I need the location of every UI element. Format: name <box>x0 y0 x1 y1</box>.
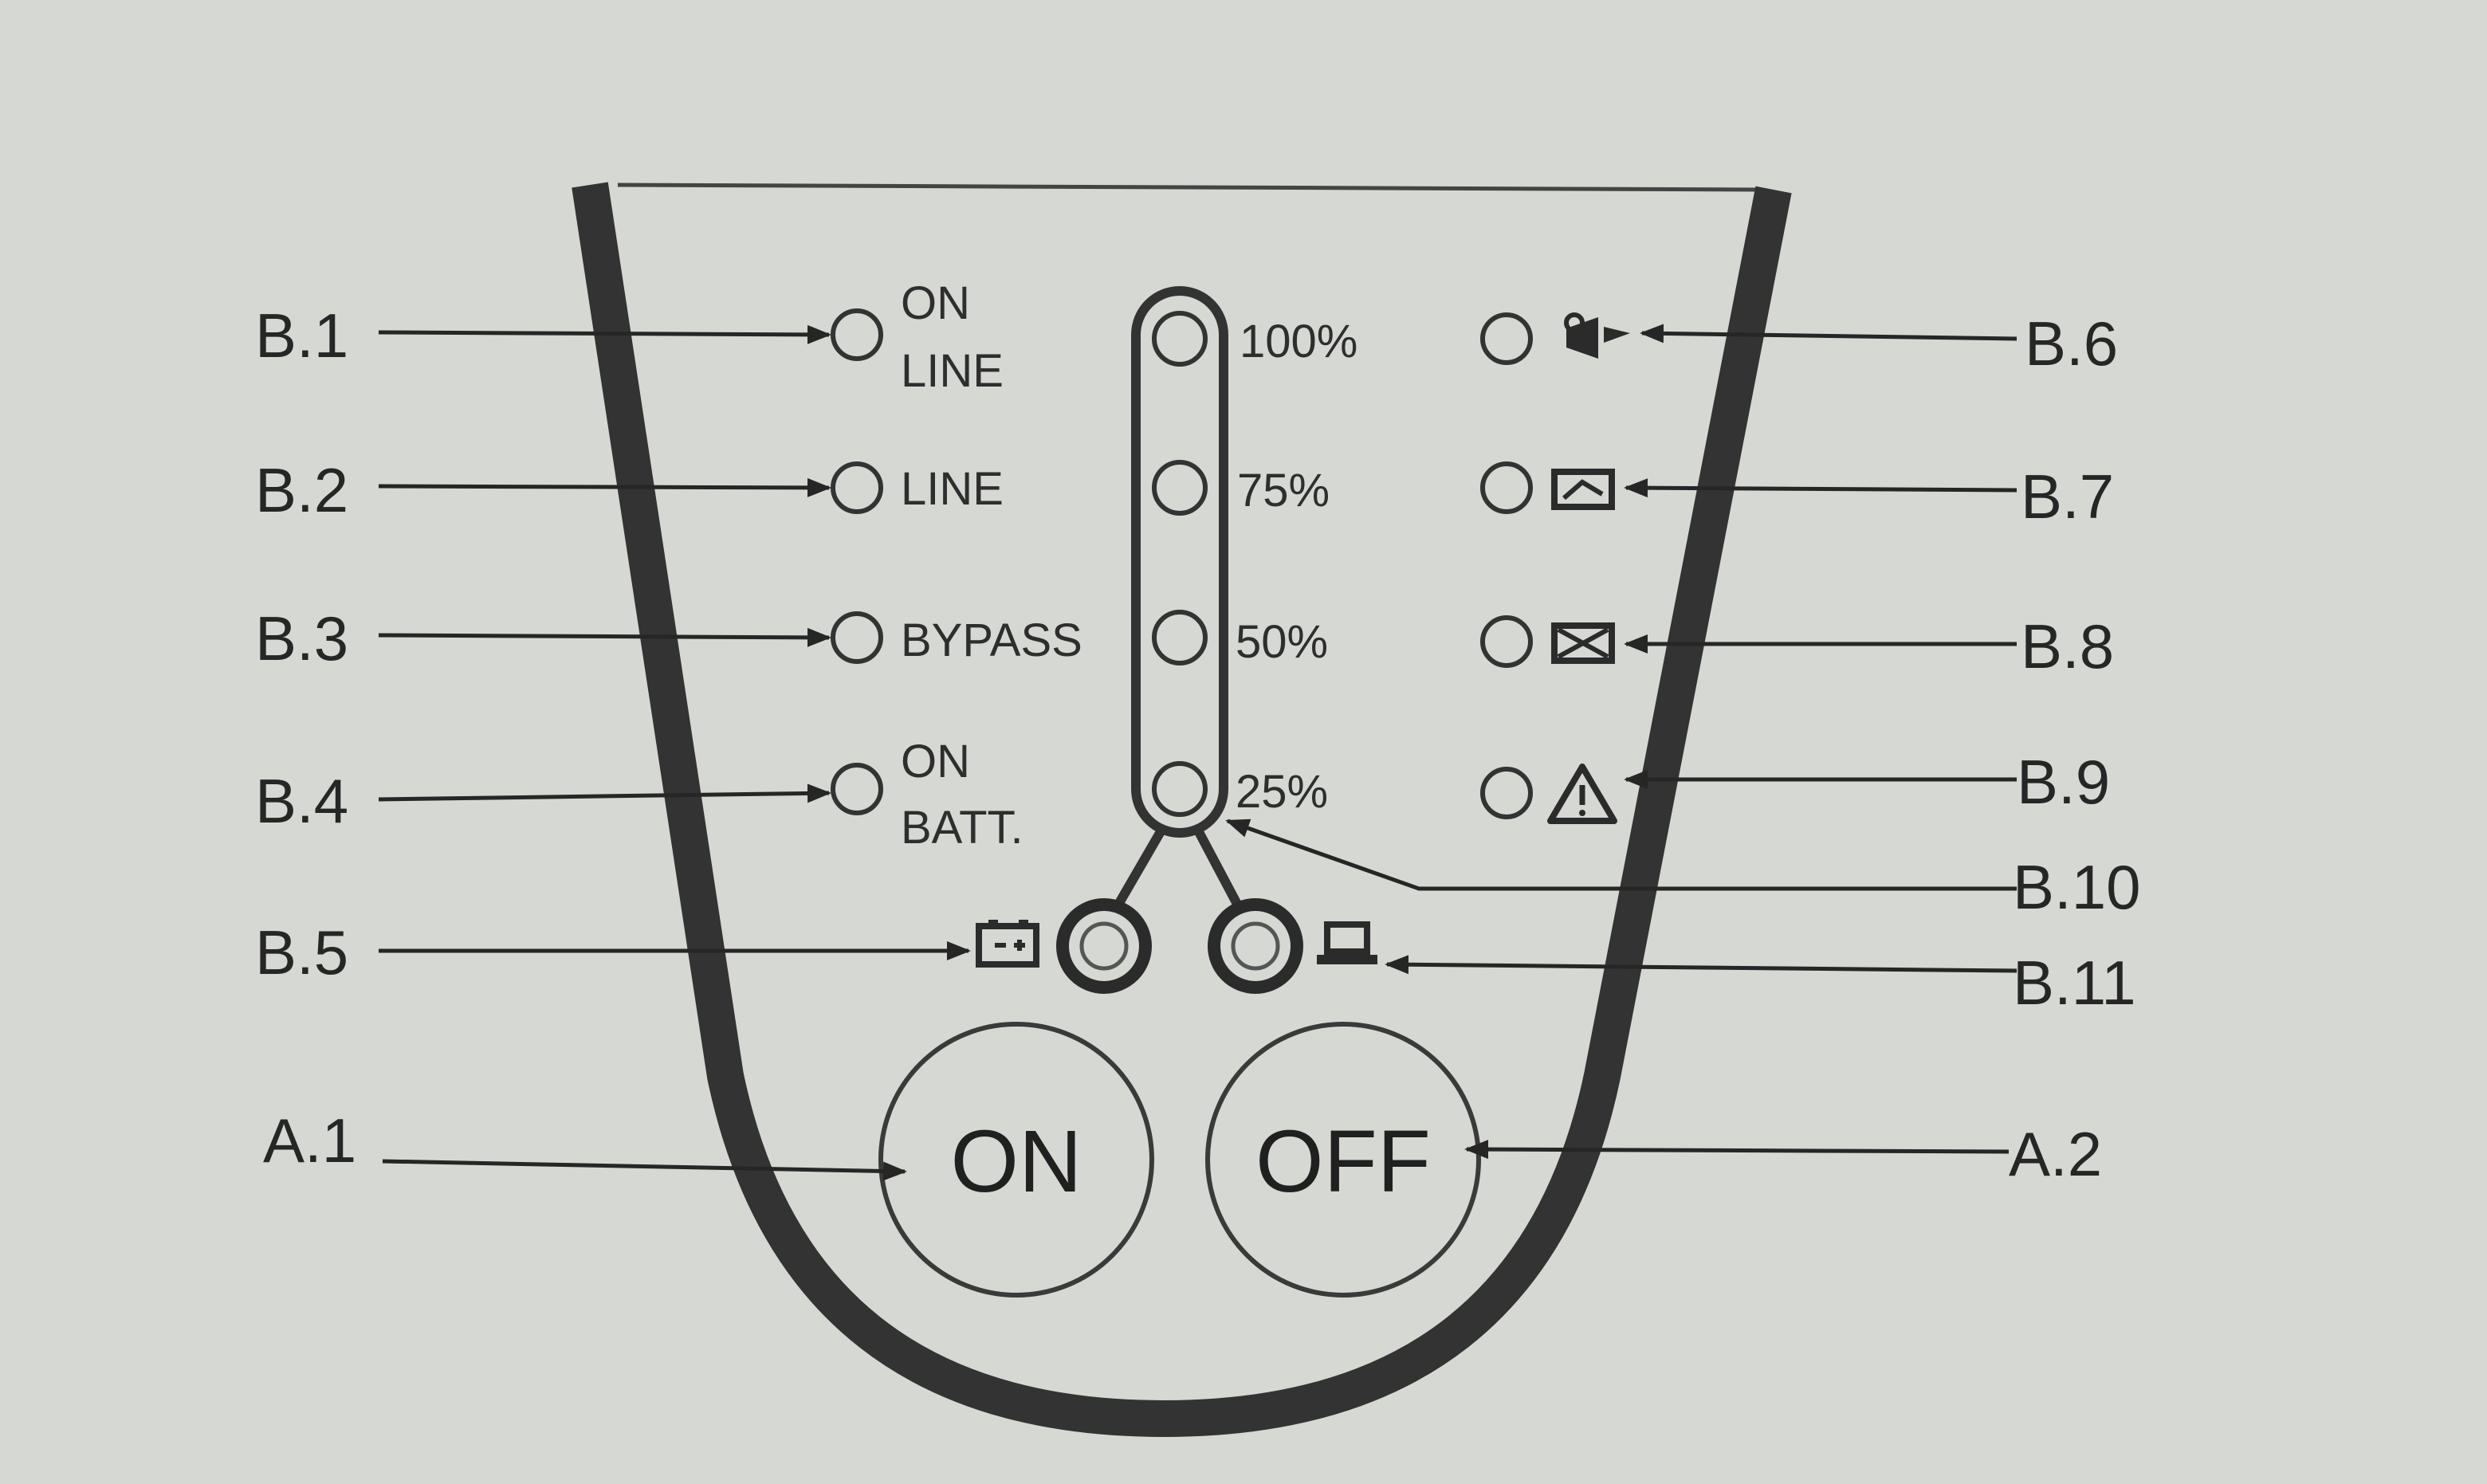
level-label-100: 100% <box>1240 316 1357 367</box>
indicator-battery-replace <box>1480 461 1615 514</box>
callout-b2: B.2 <box>255 455 348 525</box>
leader-b4 <box>378 783 831 803</box>
load-mode-led <box>1208 898 1303 994</box>
level-label-25: 25% <box>1236 766 1328 818</box>
warning-triangle-icon <box>1547 764 1617 824</box>
callout-b7: B.7 <box>2021 461 2114 532</box>
level-led-50 <box>1152 610 1208 665</box>
leader-lines <box>378 324 2017 1181</box>
label-online-line2: LINE <box>901 345 1004 397</box>
leader-b10 <box>1225 819 2017 891</box>
label-bypass: BYPASS <box>901 614 1082 666</box>
battery-icon <box>976 920 1039 968</box>
battery-mode-led <box>1056 898 1152 994</box>
off-button-label: OFF <box>1255 1113 1431 1211</box>
callout-b9: B.9 <box>2017 747 2110 817</box>
callout-b6: B.6 <box>2025 308 2118 379</box>
level-label-50: 50% <box>1236 616 1328 668</box>
panel-outline <box>572 182 1792 1437</box>
callout-a2: A.2 <box>2009 1119 2102 1189</box>
buzzer-icon <box>1564 312 1630 359</box>
leader-b7 <box>1624 478 2017 498</box>
label-online-line1: ON <box>901 277 970 329</box>
callout-b10: B.10 <box>2013 852 2140 922</box>
label-onbatt-line1: ON <box>901 736 970 787</box>
panel-top-edge <box>617 183 1758 192</box>
indicator-fault <box>1480 764 1617 824</box>
level-led-100 <box>1152 311 1208 367</box>
level-label-75: 75% <box>1237 465 1330 516</box>
on-button[interactable]: ON <box>878 1022 1154 1298</box>
level-led-75 <box>1152 460 1208 516</box>
indicator-buzzer <box>1480 312 1630 365</box>
indicator-line: LINE <box>831 461 1004 515</box>
level-led-25 <box>1152 761 1208 817</box>
label-onbatt-line2: BATT. <box>901 802 1023 854</box>
indicator-overload <box>1480 615 1615 668</box>
leader-b3 <box>378 627 831 647</box>
callout-b11: B.11 <box>2013 948 2136 1018</box>
leader-b1 <box>378 324 831 344</box>
callout-a1: A.1 <box>263 1105 356 1176</box>
callout-b1: B.1 <box>255 300 348 371</box>
leader-a1 <box>382 1159 907 1181</box>
off-button[interactable]: OFF <box>1205 1022 1481 1298</box>
leader-b6 <box>1640 324 2017 344</box>
leader-b11 <box>1385 955 2017 975</box>
leader-a2 <box>1464 1140 2010 1160</box>
indicator-on-battery: ON BATT. <box>831 736 1023 854</box>
label-line: LINE <box>901 463 1004 515</box>
indicator-online: ON LINE <box>831 277 1004 397</box>
indicator-bypass: BYPASS <box>831 611 1082 666</box>
callout-b4: B.4 <box>255 766 348 836</box>
callout-b8: B.8 <box>2021 611 2114 681</box>
callout-b5: B.5 <box>255 917 348 987</box>
load-icon <box>1317 921 1377 964</box>
on-button-label: ON <box>951 1113 1082 1211</box>
overload-icon <box>1551 622 1615 664</box>
level-meter: 100% 75% 50% 25% <box>1111 286 1357 912</box>
callout-b3: B.3 <box>255 603 348 673</box>
leader-b2 <box>378 477 831 497</box>
battery-replace-icon <box>1551 469 1615 510</box>
